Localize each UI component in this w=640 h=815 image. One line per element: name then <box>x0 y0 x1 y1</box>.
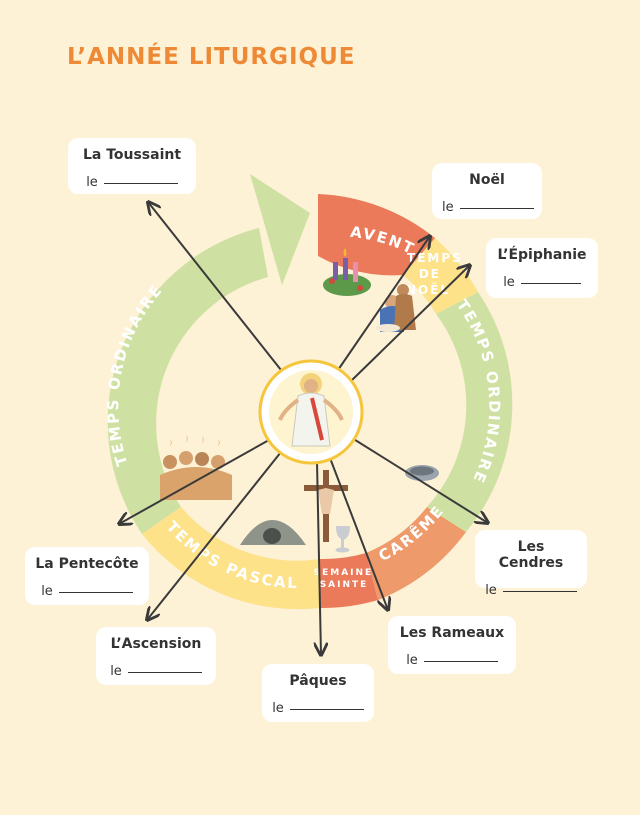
segment-careme <box>366 507 466 600</box>
card-le-label: le <box>442 200 454 215</box>
segment-temps-pascal <box>142 507 320 610</box>
card-le-label: le <box>503 275 515 290</box>
blank-line <box>502 590 577 592</box>
date-field-toussaint[interactable]: le <box>78 175 186 190</box>
card-noel-title: Noël <box>469 172 505 188</box>
segment-temps-noel <box>403 238 478 314</box>
segment-semaine-sainte <box>320 553 378 609</box>
segment-temps-ordinaire-right <box>427 292 513 532</box>
advent-wreath-icon <box>323 248 371 296</box>
chalice-icon <box>335 526 350 553</box>
risen-christ-icon <box>258 359 364 465</box>
ashes-bowl-icon <box>405 465 439 481</box>
card-le-label: le <box>110 664 122 679</box>
blank-line <box>459 207 534 209</box>
arrow-rameaux <box>329 457 388 610</box>
card-pentecote-title: La Pentecôte <box>35 556 139 572</box>
card-toussaint: La Toussaint le <box>68 138 196 194</box>
nativity-icon <box>376 284 416 332</box>
card-le-label: le <box>406 653 418 668</box>
card-pentecote: La Pentecôte le <box>25 547 149 605</box>
card-le-label: le <box>86 175 98 190</box>
blank-line <box>423 660 498 662</box>
label-semaine-sainte: SEMAINE SAINTE <box>314 568 379 590</box>
card-cendres: Les Cendres le <box>475 530 587 598</box>
arrow-pentecote <box>119 439 270 524</box>
arrow-toussaint <box>148 202 282 371</box>
arrow-paques <box>317 461 321 655</box>
arrow-noel <box>337 236 430 371</box>
empty-tomb-icon <box>240 520 306 545</box>
card-le-label: le <box>41 584 53 599</box>
wheel-arrow-head <box>250 174 310 285</box>
card-ascension: L’Ascension le <box>96 627 216 685</box>
segment-avent <box>318 194 435 276</box>
date-field-noel[interactable]: le <box>442 200 534 215</box>
arrow-epiphanie <box>349 265 470 383</box>
card-rameaux: Les Rameaux le <box>388 616 516 674</box>
arrow-ascension <box>147 451 282 620</box>
blank-line <box>103 182 178 184</box>
card-ascension-title: L’Ascension <box>110 636 202 652</box>
segment-temps-ordinaire-left <box>107 228 268 534</box>
blank-line <box>127 671 202 673</box>
card-le-label: le <box>272 701 284 716</box>
card-paques-title: Pâques <box>289 673 347 689</box>
date-field-pentecote[interactable]: le <box>35 584 139 599</box>
card-toussaint-title: La Toussaint <box>82 147 182 163</box>
arrow-cendres <box>351 437 488 523</box>
date-field-epiphanie[interactable]: le <box>496 275 588 290</box>
card-paques: Pâques le <box>262 664 374 722</box>
blank-line <box>289 708 364 710</box>
label-temps-noel: TEMPS DE NOËL <box>406 251 469 297</box>
card-epiphanie: L’Épiphanie le <box>486 238 598 298</box>
date-field-cendres[interactable]: le <box>485 583 577 598</box>
card-rameaux-title: Les Rameaux <box>399 625 505 641</box>
crucifix-icon <box>304 470 348 542</box>
date-field-ascension[interactable]: le <box>106 664 206 679</box>
blank-line <box>520 282 581 284</box>
card-cendres-title: Les Cendres <box>498 539 564 571</box>
date-field-rameaux[interactable]: le <box>398 653 506 668</box>
blank-line <box>58 591 133 593</box>
date-field-paques[interactable]: le <box>272 701 364 716</box>
card-noel: Noël le <box>432 163 542 219</box>
page-title: L’ANNÉE LITURGIQUE <box>67 44 356 70</box>
card-le-label: le <box>485 583 497 598</box>
card-epiphanie-title: L’Épiphanie <box>497 247 587 263</box>
